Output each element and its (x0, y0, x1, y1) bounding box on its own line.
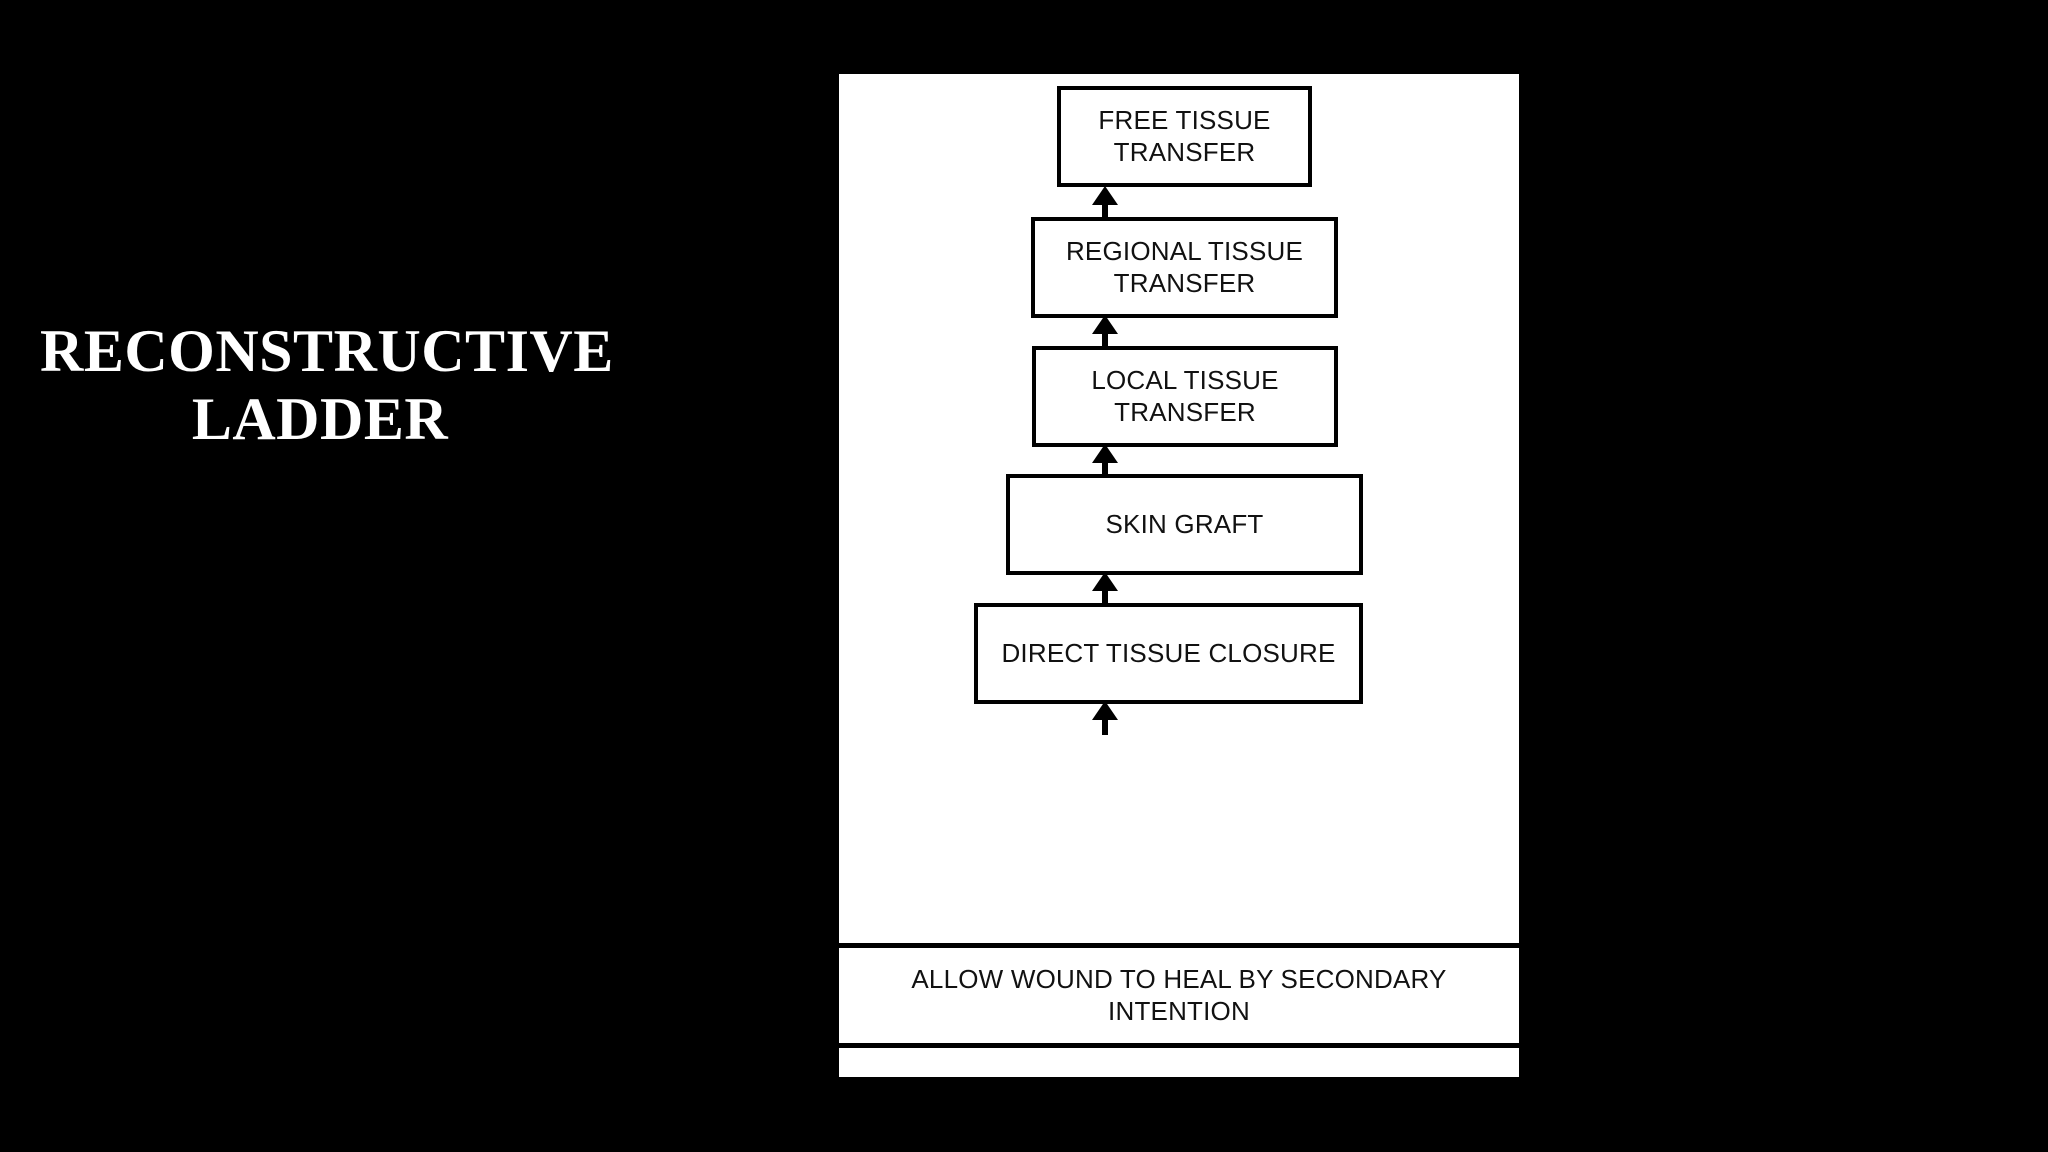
up-arrow-icon (1085, 572, 1125, 606)
ladder-step-label: FREE TISSUE TRANSFER (1098, 105, 1271, 167)
reconstructive-ladder-diagram: FREE TISSUE TRANSFER REGIONAL TISSUE TRA… (839, 74, 1519, 1077)
up-arrow-icon (1085, 315, 1125, 349)
page-title-line-1: RECONSTRUCTIVE (40, 318, 614, 384)
ladder-step-label: REGIONAL TISSUE TRANSFER (1065, 236, 1304, 298)
ladder-step-label: SKIN GRAFT (1105, 508, 1264, 539)
ladder-step-local-tissue-transfer: LOCAL TISSUE TRANSFER (1032, 346, 1338, 447)
ladder-step-direct-tissue-closure: DIRECT TISSUE CLOSURE (974, 603, 1363, 704)
up-arrow-icon (1085, 186, 1125, 220)
ladder-step-skin-graft: SKIN GRAFT (1006, 474, 1363, 575)
page-title: RECONSTRUCTIVE LADDER (40, 318, 614, 454)
ladder-step-label: LOCAL TISSUE TRANSFER (1091, 365, 1279, 427)
up-arrow-icon (1085, 701, 1125, 735)
ladder-base-secondary-intention: ALLOW WOUND TO HEAL BY SECONDARY INTENTI… (839, 943, 1519, 1048)
ladder-step-regional-tissue-transfer: REGIONAL TISSUE TRANSFER (1031, 217, 1338, 318)
ladder-step-label: DIRECT TISSUE CLOSURE (1001, 637, 1336, 668)
ladder-stack: FREE TISSUE TRANSFER REGIONAL TISSUE TRA… (839, 74, 1519, 943)
panel-footer-strip (839, 1048, 1519, 1077)
ladder-base-label: ALLOW WOUND TO HEAL BY SECONDARY INTENTI… (911, 963, 1447, 1026)
up-arrow-icon (1085, 444, 1125, 478)
page-title-line-2: LADDER (191, 385, 449, 452)
ladder-step-free-tissue-transfer: FREE TISSUE TRANSFER (1057, 86, 1312, 187)
